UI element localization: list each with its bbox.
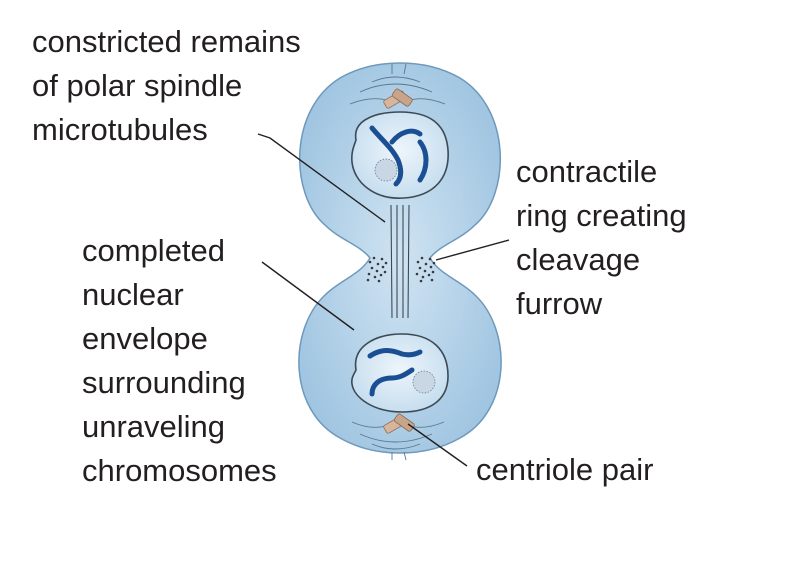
top-aster	[349, 63, 446, 105]
polar-spindle-microtubules	[390, 204, 410, 319]
contractile-ring	[366, 256, 436, 283]
leader-line-nuclear-envelope	[261, 261, 355, 331]
leader-line-centriole	[407, 423, 468, 467]
leader-line-polar-spindle	[257, 133, 386, 223]
label-polar-spindle: constricted remains of polar spindle mic…	[32, 24, 301, 147]
leader-lines	[257, 133, 510, 467]
label-contractile-ring: contractile ring creating cleavage furro…	[516, 154, 687, 321]
bottom-nucleus	[351, 333, 449, 413]
top-nucleolus	[374, 158, 398, 182]
bottom-centriole-pair	[383, 413, 415, 434]
label-nuclear-envelope: completed nuclear envelope surrounding u…	[82, 233, 277, 488]
bottom-nucleolus	[412, 370, 436, 394]
label-centriole-pair: centriole pair	[476, 452, 654, 487]
top-centriole-pair	[383, 88, 413, 109]
leader-line-contractile-ring	[435, 239, 510, 261]
top-nucleus	[351, 111, 449, 199]
